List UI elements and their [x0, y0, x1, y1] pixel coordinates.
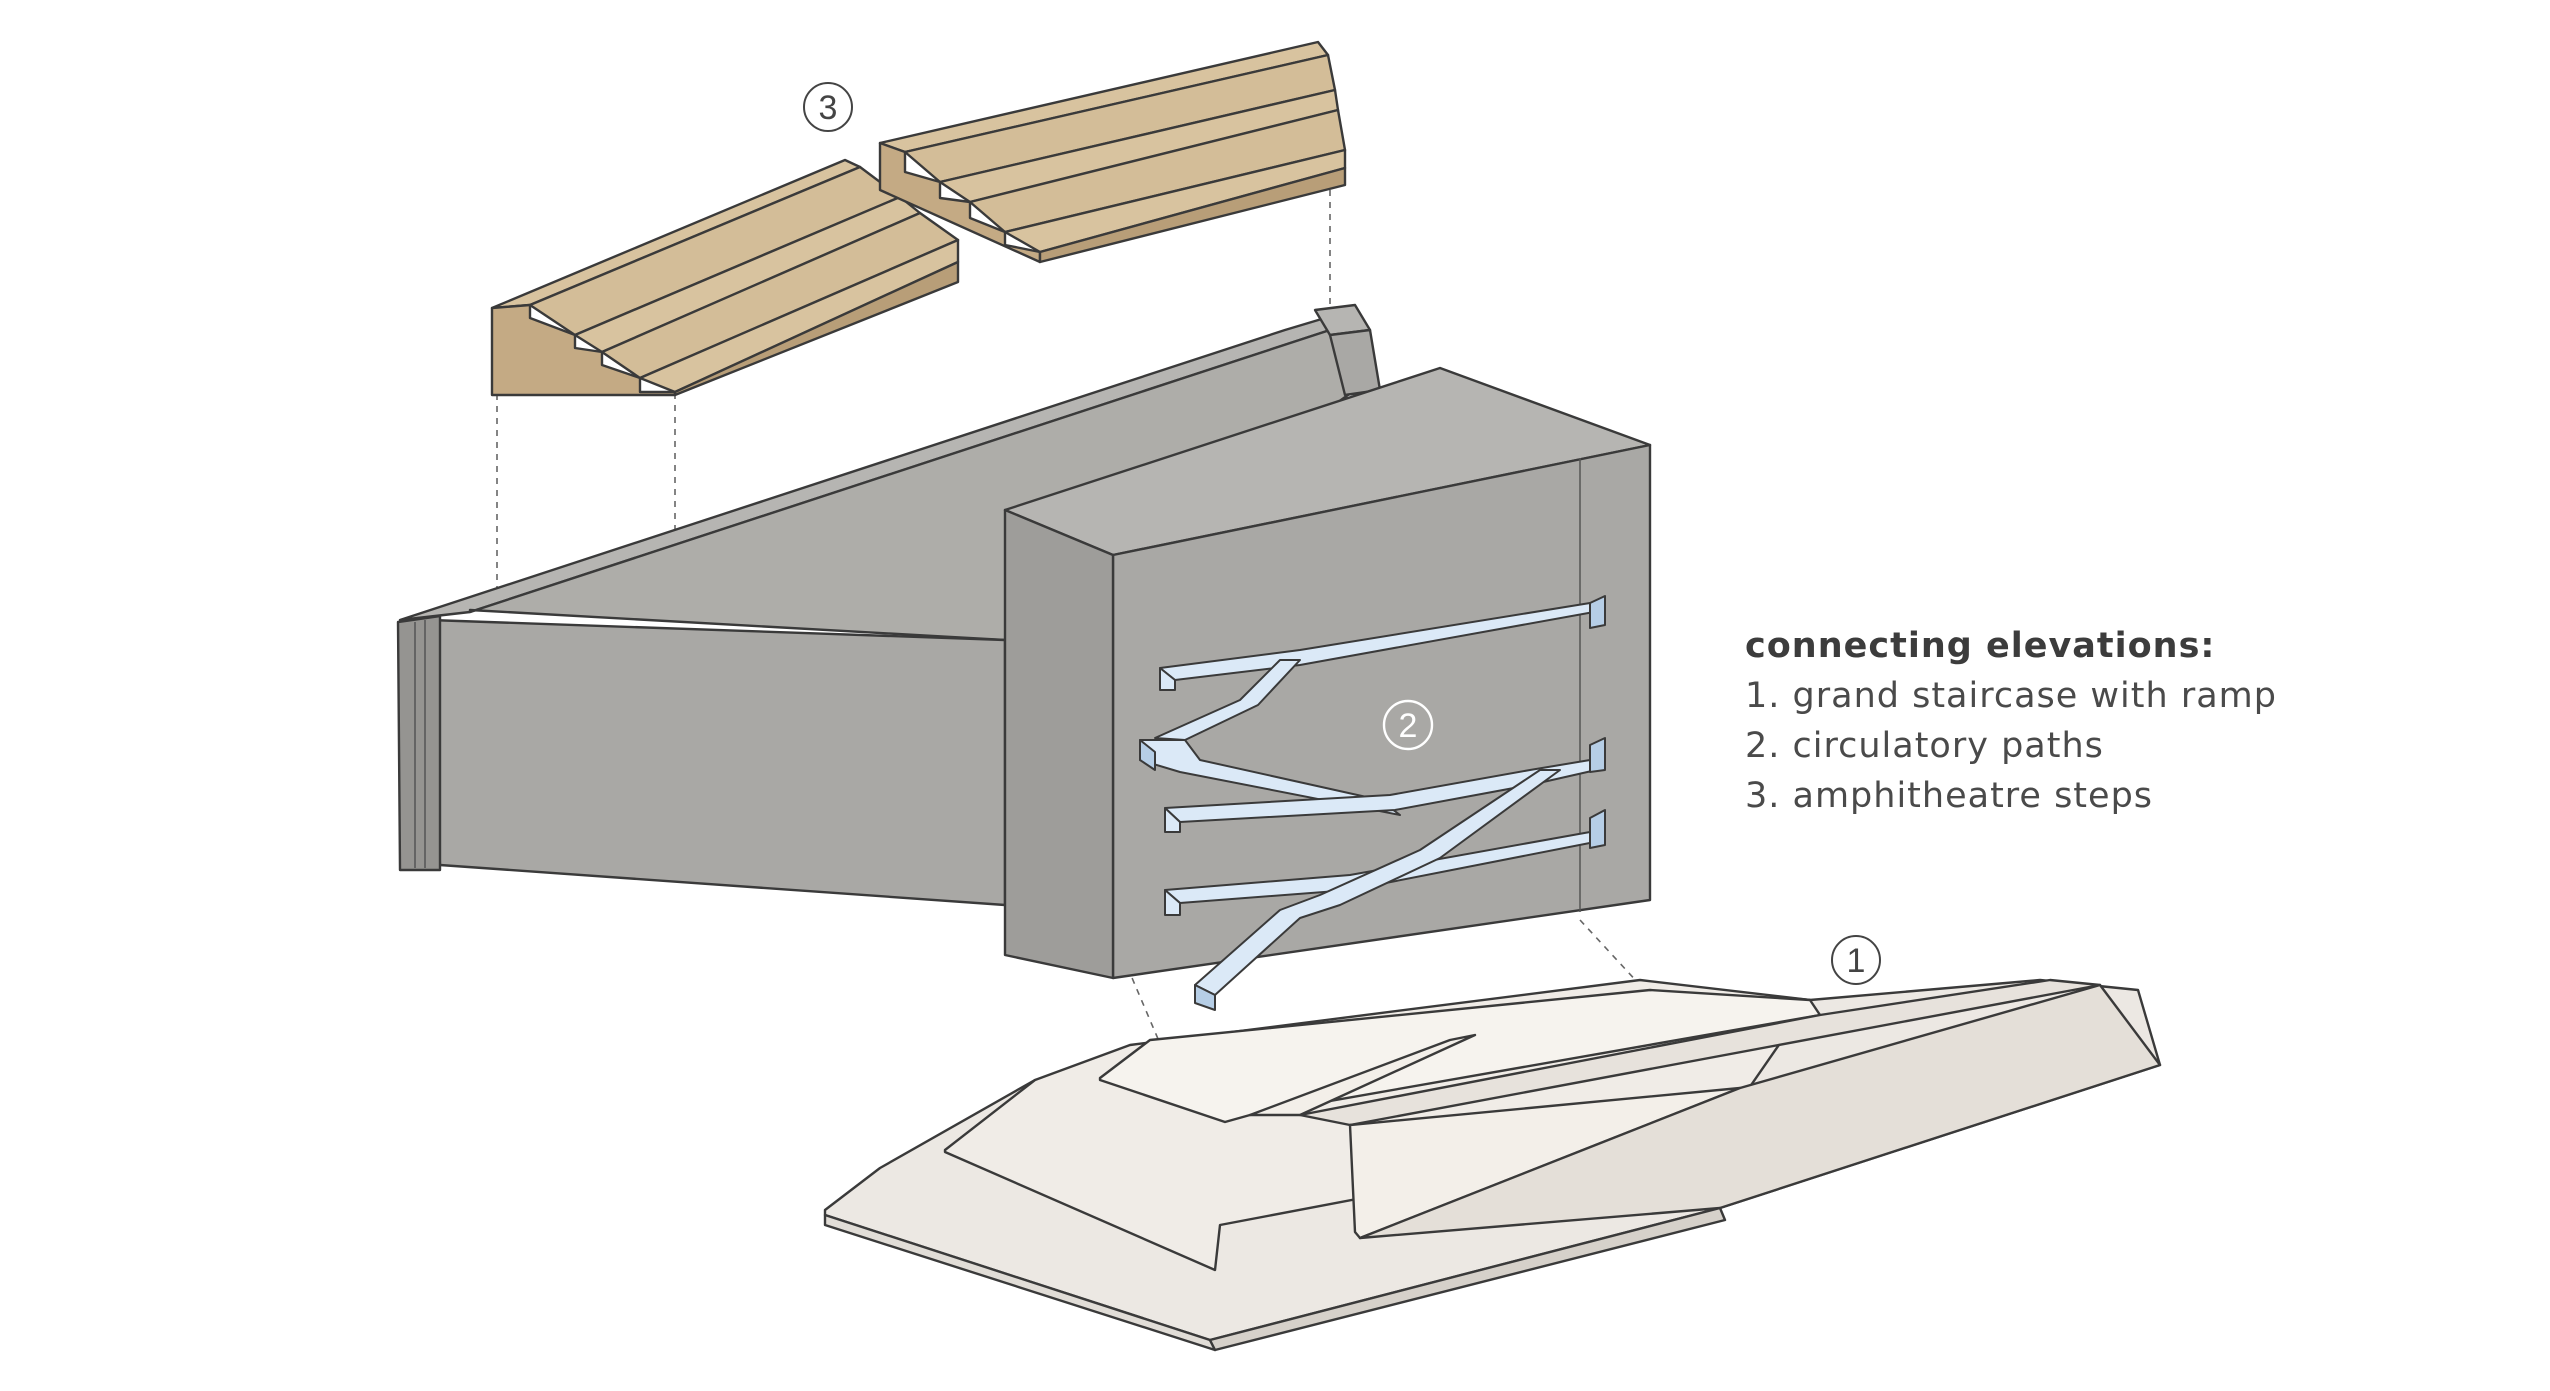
callout-3-label: 3 [819, 89, 838, 127]
callout-2-label: 2 [1399, 707, 1418, 745]
legend-item: 3. amphitheatre steps [1745, 776, 2153, 816]
grand-staircase-base [823, 978, 2162, 1352]
legend-item: 2. circulatory paths [1745, 726, 2104, 766]
legend-item: 1. grand staircase with ramp [1745, 676, 2277, 716]
theatre-volume [396, 303, 1382, 907]
legend: connecting elevations: 1. grand staircas… [1745, 626, 2277, 816]
callout-2: 2 [1382, 699, 1434, 751]
callout-1-label: 1 [1847, 942, 1866, 980]
amphitheatre-steps-right [878, 40, 1347, 264]
legend-title: connecting elevations: [1745, 626, 2215, 666]
callout-circle [1831, 935, 1881, 985]
callout-circle [1382, 699, 1434, 751]
amphitheatre-steps-left [490, 158, 960, 397]
circulatory-paths-element [1139, 595, 1606, 1011]
amphitheatre-steps-element [490, 40, 1347, 397]
callout-circle [803, 82, 853, 132]
callout-1: 1 [1831, 935, 1881, 985]
callout-3: 3 [803, 82, 853, 132]
